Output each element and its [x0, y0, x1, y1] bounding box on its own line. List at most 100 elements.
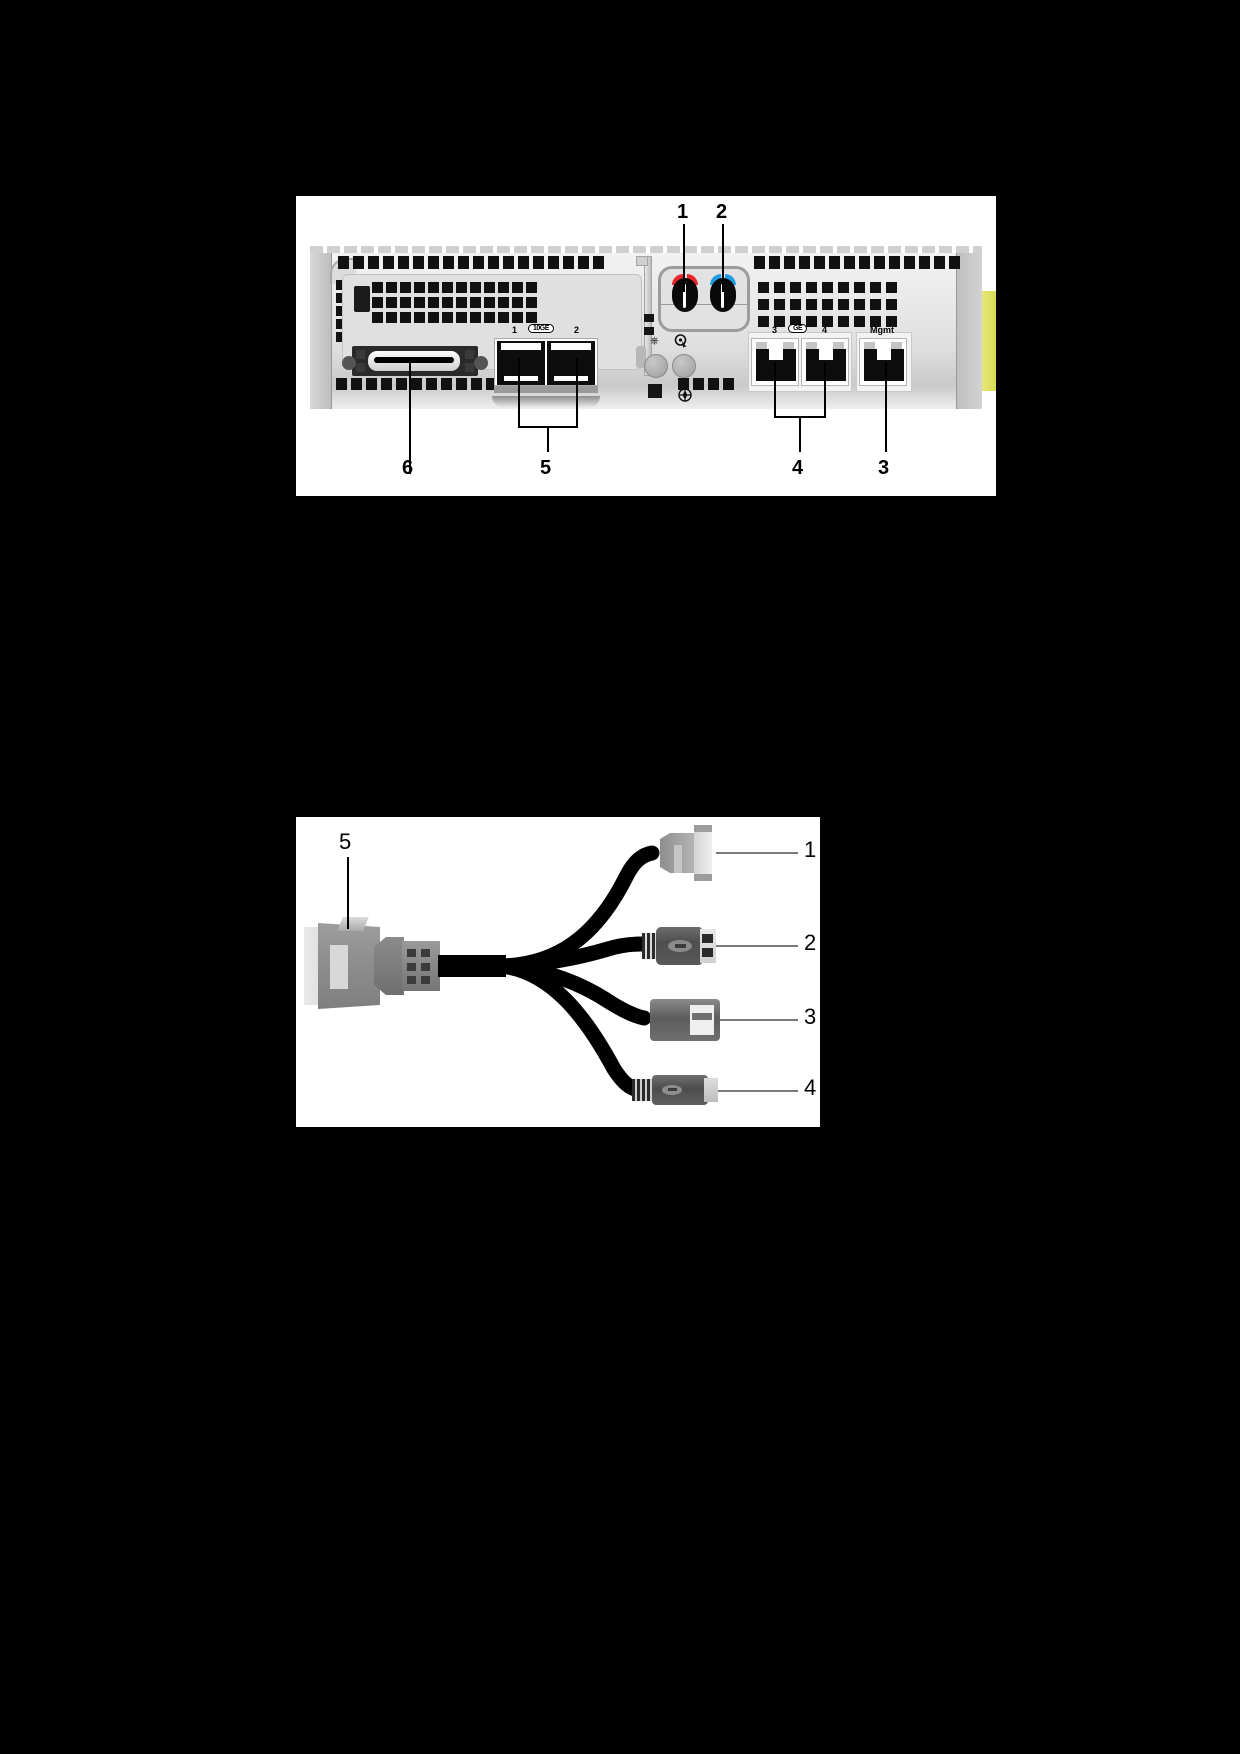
callout-2-leader — [722, 224, 724, 292]
rj45-port-4-led-left — [806, 342, 817, 349]
usb-plug-contact-top — [702, 934, 713, 943]
callout-4-leader-fig2 — [718, 1090, 798, 1092]
callout-4-leader-left — [774, 362, 776, 418]
riser-handle-top — [636, 256, 648, 266]
callout-4-stem — [799, 416, 801, 452]
callout-6-leader — [409, 362, 411, 474]
callout-1-leader-fig2 — [716, 852, 798, 854]
chassis-left-bracket — [310, 253, 332, 409]
usb-plug-connector — [642, 927, 716, 965]
rj45-port-3-led-right — [783, 342, 794, 349]
callout-1-number: 1 — [677, 201, 689, 223]
locate-id-icon — [674, 334, 687, 348]
usb-receptacle-connector — [642, 999, 720, 1041]
vga-connector — [654, 825, 714, 881]
callout-5-leader-fig2 — [347, 857, 349, 929]
rj45-port-3-led-left — [756, 342, 767, 349]
callout-6-number: 6 — [402, 457, 414, 479]
chassis-right-bracket — [956, 253, 982, 409]
callout-5-leader-left — [518, 358, 520, 428]
rj45-port-4-jack — [806, 349, 846, 381]
scsi-connector-slot — [374, 357, 454, 363]
audio-jack-red — [672, 278, 698, 312]
sfp-10ge-badge: 10GE — [528, 324, 554, 333]
status-led-1 — [644, 314, 654, 322]
usb-receptacle-slot — [690, 1005, 714, 1035]
sfp-cage-handle — [492, 396, 600, 408]
scsi-ear-left — [342, 356, 356, 370]
rj45-port-3-jack — [756, 349, 796, 381]
callout-5-stem — [547, 426, 549, 452]
figure-kvm-breakout-cable: 5 1 2 3 4 — [296, 817, 820, 1127]
vent-grid-top-left — [338, 256, 608, 272]
locate-id-button[interactable] — [672, 354, 696, 378]
vent-grid-bottom-right — [678, 378, 738, 393]
power-icon: ⎈ — [650, 335, 659, 347]
callout-2-leader-fig2 — [716, 945, 798, 947]
usb-receptacle-bar — [692, 1013, 712, 1020]
callout-2-number-fig2: 2 — [804, 930, 817, 955]
usb-plug-strain-relief — [642, 933, 658, 959]
callout-4-number: 4 — [792, 457, 804, 479]
sfp-port-2-label: 2 — [574, 325, 580, 335]
vent-grid-card — [372, 282, 540, 327]
audio-jack-divider — [658, 304, 750, 305]
callout-4-leader-right — [824, 362, 826, 418]
callout-3-number-fig2: 3 — [804, 1004, 817, 1029]
sfp-port-1 — [497, 341, 545, 385]
rj45-port-mgmt — [859, 338, 907, 386]
sfp-port-2 — [547, 341, 595, 385]
callout-4-number-fig2: 4 — [804, 1075, 817, 1100]
callout-5-number: 5 — [540, 457, 552, 479]
sfp-port-1-mouth — [501, 343, 541, 350]
usb-trident-icon — [675, 944, 686, 948]
rj45-ge-badge: GE — [788, 324, 808, 333]
sfp-cage-foot — [494, 386, 598, 393]
system-status-icon — [678, 388, 692, 402]
mgmt-jack — [864, 349, 904, 381]
kvm-dongle-window — [330, 945, 348, 989]
rj45-port-4-led-right — [833, 342, 844, 349]
power-button[interactable] — [644, 354, 668, 378]
kvm-dongle-nose — [374, 937, 404, 995]
vga-connector-inner — [674, 845, 682, 873]
mini-usb-trident-icon — [668, 1088, 677, 1091]
vga-connector-face — [694, 829, 712, 877]
mini-usb-connector — [632, 1075, 718, 1105]
cable-trunk — [438, 955, 506, 977]
callout-3-number: 3 — [878, 457, 890, 479]
expansion-card-latch — [354, 286, 370, 312]
scsi-screw-tl — [356, 350, 365, 359]
scsi-ear-right — [474, 356, 488, 370]
scsi-vhdci-connector — [352, 346, 478, 376]
vent-grid-bottom — [336, 378, 516, 393]
mgmt-led-right — [891, 342, 902, 349]
mini-usb-strain-relief — [632, 1079, 654, 1101]
mini-usb-tip — [704, 1078, 718, 1102]
vga-connector-body — [660, 833, 696, 873]
scsi-screw-tr — [465, 350, 474, 359]
callout-2-number: 2 — [716, 201, 728, 223]
audio-jack-blue-slot — [721, 284, 724, 308]
mgmt-led-left — [864, 342, 875, 349]
chassis-yellow-tab — [982, 291, 996, 391]
chassis-top-vent-strip — [310, 246, 982, 254]
audio-jack-red-slot — [683, 284, 686, 308]
usb-plug-contact-bottom — [702, 948, 713, 957]
sfp-plus-cage — [494, 338, 598, 386]
callout-1-leader — [683, 224, 685, 292]
cable-to-mini-usb — [493, 958, 646, 1098]
callout-5-leader-right — [576, 358, 578, 428]
vent-grid-right-block — [758, 282, 902, 333]
riser-handle-grip — [636, 346, 646, 368]
callout-1-number-fig2: 1 — [804, 837, 817, 862]
callout-5-number-fig2: 5 — [339, 829, 352, 854]
status-led-2 — [644, 327, 654, 335]
cable-bundle — [493, 845, 660, 1098]
mgmt-port-label: Mgmt — [870, 325, 894, 335]
sfp-port-1-tab — [504, 376, 538, 381]
vga-connector-screw-top — [694, 825, 712, 832]
kvm-dongle-hood — [318, 923, 380, 1009]
vga-connector-screw-bottom — [694, 874, 712, 881]
